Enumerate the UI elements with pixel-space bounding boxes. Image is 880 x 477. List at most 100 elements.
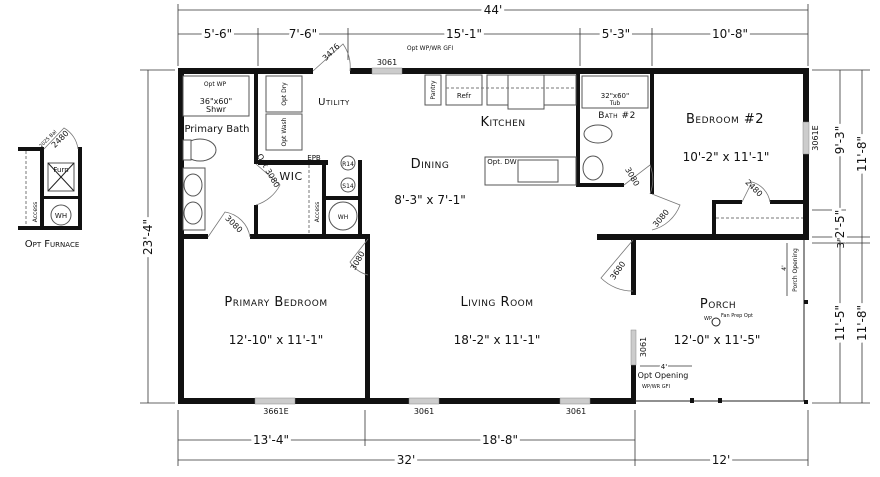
dim-top-4: 5'-3" xyxy=(602,27,630,41)
dim-top-1: 5'-6" xyxy=(204,27,232,41)
opt-opening-label: Opt Opening xyxy=(638,371,689,380)
water-heater xyxy=(328,201,358,231)
door-closet[interactable] xyxy=(741,181,771,203)
sink xyxy=(183,173,203,197)
shower xyxy=(182,75,250,117)
sink xyxy=(582,155,604,181)
door-front-swing[interactable] xyxy=(312,43,351,72)
dim-bottom-total-2: 12' xyxy=(712,453,731,467)
window-top xyxy=(371,67,403,75)
room-label-dining: Dining xyxy=(411,157,450,172)
toilet xyxy=(583,124,613,144)
door-label: 3476 xyxy=(321,42,342,63)
dw-label: Opt. DW xyxy=(487,158,517,166)
breaker-s14 xyxy=(340,177,356,193)
opt-furnace: Access Furn WH 2025 Bal 2480 Opt Furnace xyxy=(18,127,82,250)
door-label: 3080 xyxy=(623,166,641,188)
dim-bottom-2: 18'-8" xyxy=(482,433,518,447)
dim-top-total: 44' xyxy=(484,3,503,17)
fan-label: Fan Prep Opt xyxy=(721,313,753,319)
opt-opening-dim: 4' xyxy=(661,363,667,371)
room-label-bath2: Bath #2 xyxy=(598,111,636,121)
door-label: 3080 xyxy=(651,208,671,229)
room-label-kitchen: Kitchen xyxy=(480,115,525,130)
dim-bottom-total-1: 32' xyxy=(397,453,416,467)
wh-label: WH xyxy=(55,212,67,220)
room-size-living-room: 18'-2" x 11'-1" xyxy=(454,333,541,347)
shower-label: Shwr xyxy=(206,105,227,114)
dryer-label: Opt Dry xyxy=(281,82,288,106)
outlet-label: Opt WP/WR GFI xyxy=(407,45,453,52)
tub-label: Tub xyxy=(609,100,621,107)
refrigerator xyxy=(445,74,483,106)
wp-label: WP xyxy=(704,316,712,322)
room-label-porch: Porch xyxy=(700,297,736,312)
tub xyxy=(581,75,649,109)
door-bedroom2[interactable] xyxy=(651,193,681,231)
dim-right-4: 11'-5" xyxy=(833,305,847,341)
dimension-lines xyxy=(140,4,870,466)
window-living-1 xyxy=(408,397,440,405)
dim-right-2: 2'-5" xyxy=(833,210,847,238)
fan-icon xyxy=(711,317,721,327)
window-living-2 xyxy=(559,397,591,405)
furn-label: Furn xyxy=(53,166,68,174)
wh-label: WH xyxy=(338,214,348,221)
dim-left-total: 23'-4" xyxy=(141,219,155,255)
dimension-labels: 44' 5'-6" 7'-6" 15'-1" 5'-3" 10'-8" 13'-… xyxy=(138,0,872,470)
door-wic[interactable] xyxy=(255,163,281,206)
room-size-porch: 12'-0" x 11'-5" xyxy=(674,333,761,347)
primary-bath-fixtures: Opt WP 36"x60" Shwr Primary Bath xyxy=(182,75,250,231)
kitchen-fixtures: Opt WP/WR GFI Pantry Refr Kitchen Opt. D… xyxy=(394,45,577,207)
tub-size: 32"x60" xyxy=(601,92,629,100)
window-primary-bedroom xyxy=(254,397,296,405)
room-label-bedroom2: Bedroom #2 xyxy=(686,112,764,127)
room-label-wic: WIC xyxy=(279,170,302,183)
s14-label: S14 xyxy=(342,183,354,190)
room-size-primary-bedroom: 12'-10" x 11'-1" xyxy=(229,333,323,347)
room-size-bedroom2: 10'-2" x 11'-1" xyxy=(683,150,770,164)
water-heater xyxy=(50,204,72,226)
door-label: 2480 xyxy=(743,178,764,199)
window-bedroom2 xyxy=(802,121,810,155)
room-label-living-room: Living Room xyxy=(460,295,533,310)
r14-label: R14 xyxy=(342,161,354,168)
door-label: 3080 xyxy=(349,250,367,272)
refr-label: Refr xyxy=(457,92,471,100)
dim-right-outer-2: 11'-8" xyxy=(855,305,869,341)
room-size-dining: 8'-3" x 7'-1" xyxy=(394,193,466,207)
bath2-fixtures: 32"x60" Tub Bath #2 xyxy=(581,75,649,181)
utility-fixtures: Opt Dry Opt Wash Utility EPB WIC Access … xyxy=(265,75,358,234)
porch-opening-dim: 4' xyxy=(781,265,788,271)
opt-wp-label: Opt WP xyxy=(204,81,227,88)
dim-top-2: 7'-6" xyxy=(289,27,317,41)
room-label-primary-bedroom: Primary Bedroom xyxy=(224,295,327,310)
kitchen-sink xyxy=(517,159,559,183)
walls xyxy=(178,68,809,404)
door-label: Opt 3080 xyxy=(255,152,282,189)
dryer xyxy=(265,75,303,113)
door-primary-bedroom[interactable] xyxy=(349,238,369,276)
window-label: 3061 xyxy=(414,407,434,416)
dim-right-outer-1: 11'-8" xyxy=(855,136,869,172)
door-primary-bath[interactable] xyxy=(207,211,251,238)
pantry xyxy=(424,74,442,106)
room-label-utility: Utility xyxy=(318,97,350,108)
washer-label: Opt Wash xyxy=(281,117,288,146)
porch-outlet-label: WP/WR GFI xyxy=(642,384,670,390)
porch-opening-label: Porch Opening xyxy=(792,248,799,292)
breaker-r14 xyxy=(340,155,356,171)
room-label-primary-bath: Primary Bath xyxy=(184,124,249,135)
range xyxy=(507,74,545,110)
door-bath2[interactable] xyxy=(623,164,654,195)
window-label: 3061E xyxy=(811,125,820,150)
porch: Porch WP Fan Prep Opt 12'-0" x 11'-5" 4'… xyxy=(638,243,799,390)
opt-furnace-label: Opt Furnace xyxy=(25,239,80,250)
door-label: 3680 xyxy=(608,260,627,282)
door-porch[interactable] xyxy=(600,239,634,292)
dim-top-5: 10'-8" xyxy=(712,27,748,41)
dim-right-3: 3" xyxy=(836,238,847,249)
dim-right-1: 9'-3" xyxy=(833,126,847,154)
window-porch xyxy=(630,329,637,366)
window-label: 3061 xyxy=(639,337,648,357)
